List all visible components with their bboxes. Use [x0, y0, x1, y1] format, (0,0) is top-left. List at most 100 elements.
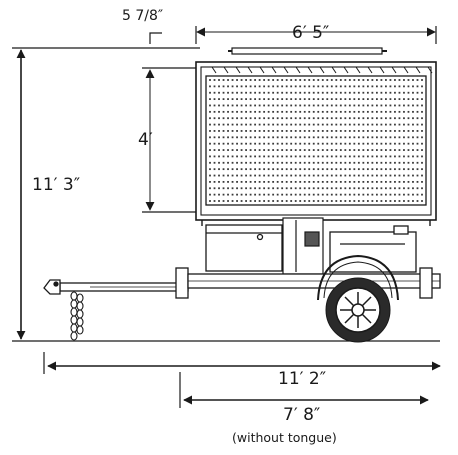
led-dot [276, 180, 279, 183]
led-dot [394, 174, 396, 177]
led-dot [416, 130, 419, 132]
led-dot [394, 155, 396, 158]
led-dot [407, 79, 410, 81]
led-dot [231, 149, 234, 151]
led-dot [389, 142, 392, 145]
led-dot [344, 168, 347, 171]
led-dot [209, 168, 211, 171]
led-dot [254, 91, 257, 94]
led-dot [380, 136, 383, 139]
led-dot [317, 200, 320, 202]
led-dot [366, 79, 369, 81]
led-dot [371, 123, 374, 126]
led-dot [281, 130, 284, 132]
led-dot [263, 91, 266, 94]
led-dot [348, 161, 351, 164]
led-dot [258, 193, 261, 196]
led-dot [389, 110, 392, 113]
led-dot [362, 168, 365, 171]
led-dot [380, 168, 383, 171]
led-dot [353, 142, 356, 145]
led-dot [222, 142, 225, 145]
led-dot [299, 110, 302, 113]
sign-clip [379, 66, 385, 74]
led-dot [213, 142, 216, 145]
led-dot [362, 155, 365, 158]
led-dot [371, 149, 374, 151]
led-dot [312, 136, 315, 139]
led-dot [245, 174, 247, 177]
led-dot [258, 187, 261, 190]
sign-clip [355, 66, 361, 74]
led-dot [267, 130, 270, 132]
led-dot [209, 187, 211, 190]
led-dot [394, 168, 396, 171]
led-dot [416, 98, 419, 101]
led-dot [362, 161, 365, 164]
led-dot [258, 155, 261, 158]
led-dot [407, 117, 410, 120]
led-dot [303, 123, 306, 126]
led-dot [357, 85, 360, 88]
led-dot [348, 200, 351, 202]
led-dot [240, 187, 243, 190]
led-dot [213, 85, 216, 88]
led-dot [290, 193, 293, 196]
led-dot [231, 174, 234, 177]
led-dot [348, 123, 351, 126]
led-dot [357, 110, 360, 113]
led-dot [394, 117, 396, 120]
led-dot [317, 161, 320, 164]
led-dot [236, 168, 238, 171]
led-dot [285, 193, 288, 196]
led-dot [344, 117, 347, 120]
led-dot [317, 193, 320, 196]
mast-assembly [282, 217, 324, 275]
led-dot [236, 142, 238, 145]
led-dot [308, 149, 311, 151]
led-dot [303, 98, 306, 101]
led-dot [254, 180, 257, 183]
led-dot [272, 85, 275, 88]
led-dot [407, 200, 410, 202]
led-dot [254, 123, 257, 126]
led-dot [312, 200, 315, 202]
led-dot [421, 193, 423, 196]
led-dot [272, 123, 275, 126]
led-dot [249, 91, 252, 94]
led-dot [299, 104, 302, 107]
led-dot [285, 136, 288, 139]
led-dot [403, 187, 405, 190]
led-dot [272, 155, 275, 158]
led-dot [421, 123, 423, 126]
led-dot [294, 85, 297, 88]
led-dot [366, 123, 369, 126]
led-dot [366, 193, 369, 196]
led-dot [330, 117, 333, 120]
led-dot [353, 91, 356, 94]
led-dot [416, 85, 419, 88]
led-dot [236, 91, 238, 94]
led-dot [389, 193, 392, 196]
led-dot [303, 174, 306, 177]
led-dot [285, 130, 288, 132]
led-dot [339, 117, 342, 120]
led-dot [294, 123, 297, 126]
led-dot [421, 79, 423, 81]
led-dot [339, 200, 342, 202]
led-dot [308, 104, 311, 107]
led-dot [339, 187, 342, 190]
led-dot [330, 200, 333, 202]
led-dot [385, 104, 387, 107]
led-dot [375, 79, 378, 81]
led-dot [240, 142, 243, 145]
led-dot [317, 136, 320, 139]
led-dot [222, 200, 225, 202]
led-dot [353, 110, 356, 113]
led-dot [294, 142, 297, 145]
led-dot [272, 168, 275, 171]
led-dot [394, 200, 396, 202]
led-dot [407, 110, 410, 113]
led-dot [281, 174, 284, 177]
led-dot [267, 117, 270, 120]
